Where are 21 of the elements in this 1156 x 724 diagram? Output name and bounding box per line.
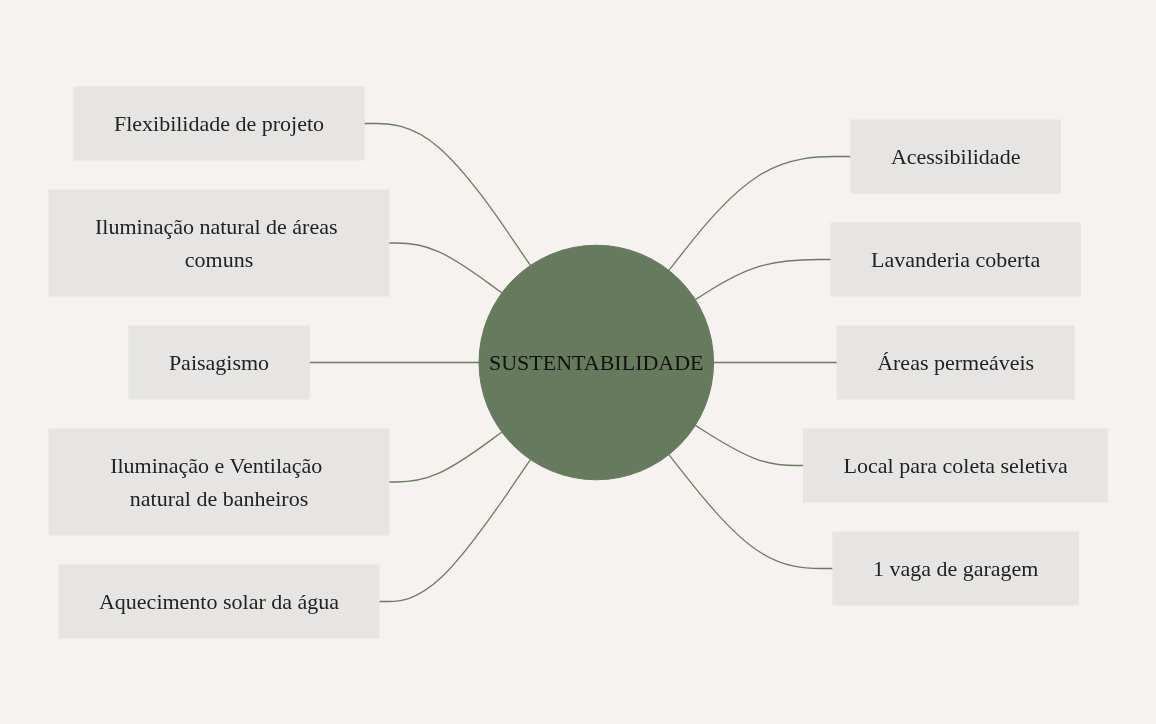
connector (694, 424, 804, 466)
connector (667, 453, 834, 569)
node-circle: SUSTENTABILIDADE (478, 244, 714, 480)
connector (308, 361, 480, 363)
connector (363, 122, 531, 266)
node-box: Flexibilidade de projeto (73, 86, 365, 160)
node-box: Aquecimento solar da água (58, 564, 380, 638)
node-box: Local para coleta seletiva (802, 428, 1108, 502)
connector (378, 458, 531, 602)
connector (388, 241, 503, 294)
node-box: Acessibilidade (850, 119, 1061, 193)
connector (667, 155, 852, 271)
node-box: Lavanderia coberta (830, 222, 1081, 296)
node-box: Iluminação e Ventilação natural de banheiros (48, 428, 390, 535)
node-box: Iluminação natural de áreas comuns (48, 189, 390, 296)
connector (712, 361, 838, 363)
node-box: 1 vaga de garagem (832, 531, 1079, 605)
node-box: Áreas permeáveis (836, 325, 1075, 399)
connector (388, 430, 503, 483)
connector (694, 258, 832, 300)
node-box: Paisagismo (128, 325, 310, 399)
